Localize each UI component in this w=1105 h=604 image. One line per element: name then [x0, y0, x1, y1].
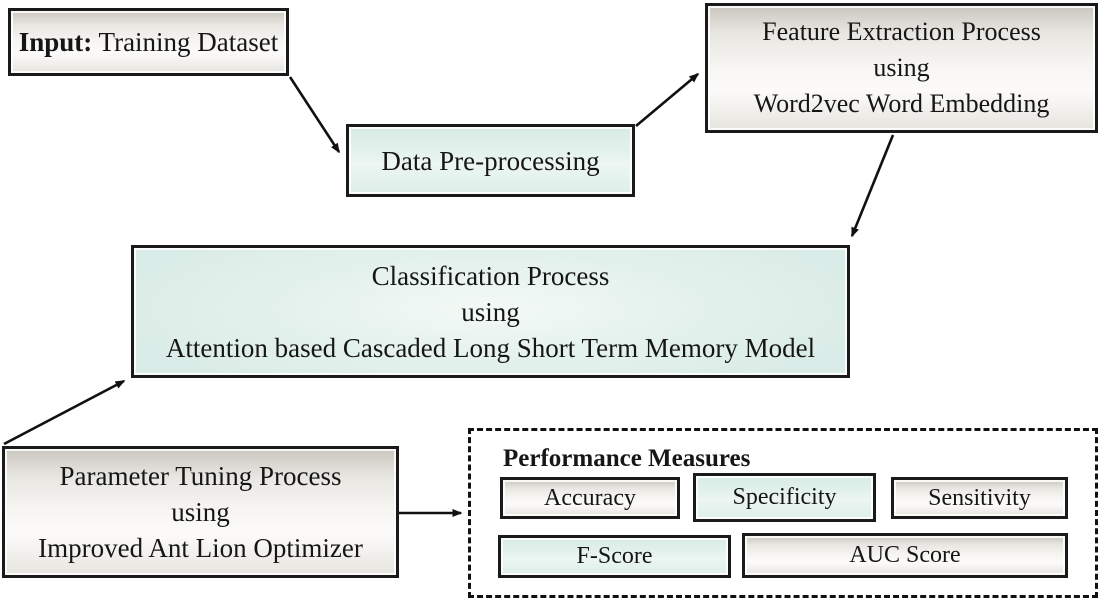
- node-input-label: Input: Training Dataset: [19, 24, 279, 60]
- node-feature-extraction-line3: Word2vec Word Embedding: [753, 89, 1050, 118]
- node-feature-extraction-line2: using: [873, 53, 930, 82]
- node-parameter-tuning: Parameter Tuning Process using Improved …: [2, 446, 399, 578]
- node-feature-extraction: Feature Extraction Process using Word2ve…: [705, 3, 1098, 133]
- node-input-label-prefix: Input:: [18, 27, 93, 57]
- arrow-parameter-tuning-to-classification: [3, 379, 126, 446]
- node-data-preprocessing: Data Pre-processing: [346, 124, 635, 197]
- node-classification-line1: Classification Process: [371, 260, 610, 291]
- node-feature-extraction-line1: Feature Extraction Process: [762, 17, 1041, 46]
- measure-f-score: F-Score: [498, 535, 731, 578]
- node-input-training-dataset: Input: Training Dataset: [8, 8, 289, 76]
- performance-measures-title: Performance Measures: [503, 445, 751, 472]
- measure-accuracy: Accuracy: [500, 477, 680, 519]
- node-data-preprocessing-label: Data Pre-processing: [381, 145, 600, 176]
- arrow-preprocessing-to-feature-extraction: [635, 73, 700, 127]
- node-parameter-tuning-line3: Improved Ant Lion Optimizer: [38, 533, 363, 563]
- arrow-input-to-preprocessing: [288, 76, 341, 154]
- measure-sensitivity: Sensitivity: [891, 477, 1068, 519]
- node-performance-measures-group: Performance Measures Accuracy Specificit…: [468, 428, 1098, 598]
- measure-specificity: Specificity: [693, 473, 876, 522]
- node-classification: Classification Process using Attention b…: [131, 245, 850, 378]
- node-classification-line2: using: [461, 296, 520, 327]
- measure-auc-score: AUC Score: [742, 533, 1068, 578]
- arrow-feature-extraction-to-classification: [850, 134, 895, 238]
- node-classification-line3: Attention based Cascaded Long Short Term…: [165, 332, 816, 363]
- node-parameter-tuning-line1: Parameter Tuning Process: [59, 461, 342, 491]
- node-parameter-tuning-line2: using: [171, 497, 230, 527]
- node-input-label-text: Training Dataset: [92, 27, 279, 57]
